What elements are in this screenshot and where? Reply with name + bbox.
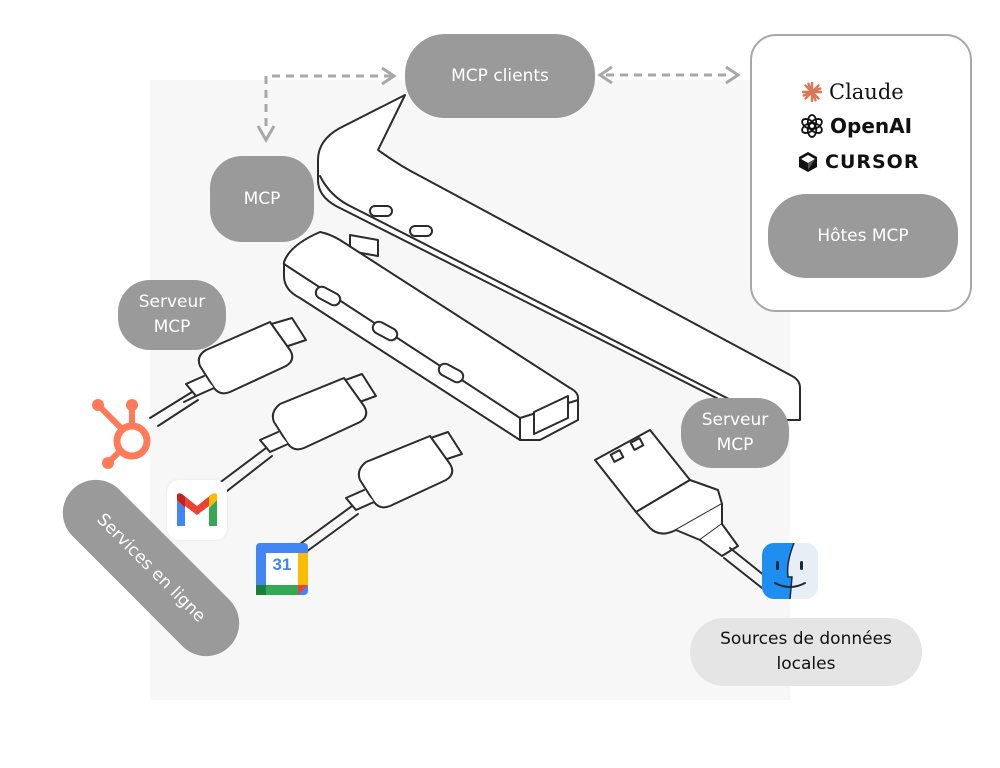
finder-icon: [762, 542, 818, 600]
host-openai-name: OpenAI: [830, 114, 913, 138]
local-sources-label: Sources de données locales: [690, 618, 922, 686]
claude-icon: [801, 81, 823, 103]
cursor-icon: [799, 152, 817, 172]
host-claude-name: Claude: [829, 80, 904, 104]
arrow-clients-to-mcp: [264, 74, 392, 130]
mcp-label: MCP: [210, 156, 314, 242]
cable-connector-2: [209, 373, 377, 499]
cable-connector-3: [299, 431, 463, 553]
host-openai: OpenAI: [800, 114, 912, 138]
usb-hub: [283, 231, 579, 441]
gmail-icon: [167, 480, 227, 540]
host-cursor: CURSOR: [797, 151, 919, 173]
server-mcp-left-label: Serveur MCP: [118, 280, 226, 350]
mcp-hosts-label: Hôtes MCP: [768, 194, 958, 278]
server-mcp-right-label: Serveur MCP: [681, 398, 789, 468]
mcp-clients-label: MCP clients: [405, 34, 595, 118]
host-claude: Claude: [801, 80, 904, 104]
calendar-day-number: 31: [272, 555, 292, 574]
laptop: [317, 94, 801, 421]
cable-connector-1: [149, 317, 307, 427]
usb-a-cable: [594, 429, 771, 589]
google-calendar-icon: 31: [256, 543, 308, 595]
host-cursor-name: CURSOR: [825, 151, 920, 173]
hubspot-icon: [92, 399, 151, 469]
openai-icon: [801, 114, 823, 138]
